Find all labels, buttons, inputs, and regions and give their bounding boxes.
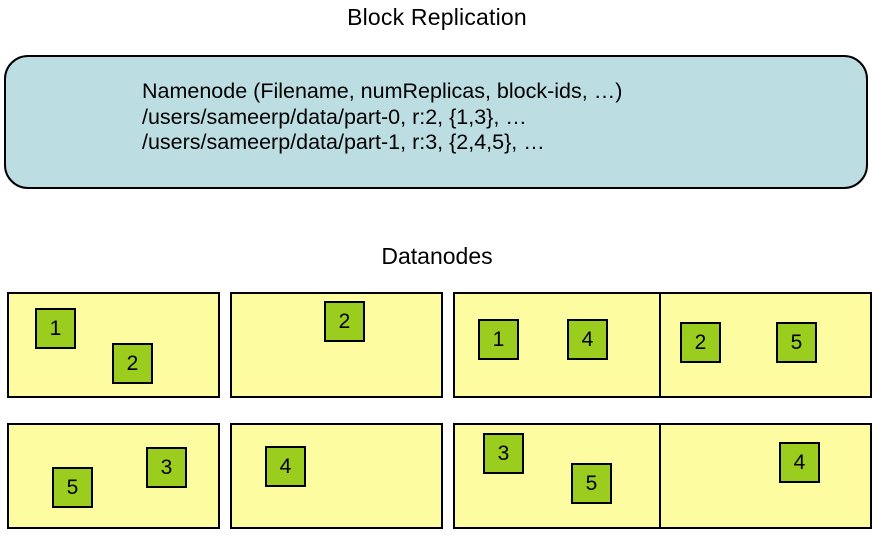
page-title: Block Replication (347, 4, 527, 30)
datanodes-section-label: Datanodes (381, 243, 493, 269)
datanode-8[interactable]: 4 (659, 423, 872, 529)
namenode-line-part-0: /users/sameerp/data/part-0, r:2, {1,3}, … (142, 104, 527, 129)
namenode-panel: Namenode (Filename, numReplicas, block-i… (4, 55, 868, 189)
datanode-6[interactable]: 4 (230, 423, 443, 529)
block-2[interactable]: 2 (112, 343, 153, 384)
block-4[interactable]: 4 (779, 442, 820, 483)
block-5[interactable]: 5 (776, 322, 817, 363)
block-2[interactable]: 2 (680, 322, 721, 363)
datanode-2[interactable]: 2 (230, 292, 443, 398)
block-2[interactable]: 2 (324, 301, 365, 342)
namenode-line-part-1: /users/sameerp/data/part-1, r:3, {2,4,5}… (142, 130, 545, 154)
block-1[interactable]: 1 (478, 319, 519, 360)
block-5[interactable]: 5 (52, 467, 93, 508)
block-3[interactable]: 3 (146, 447, 187, 488)
namenode-metadata-text: Namenode (Filename, numReplicas, block-i… (142, 79, 622, 156)
namenode-line-header: Namenode (Filename, numReplicas, block-i… (142, 79, 623, 103)
block-4[interactable]: 4 (265, 446, 306, 487)
block-1[interactable]: 1 (35, 308, 76, 349)
block-4[interactable]: 4 (567, 319, 608, 360)
block-3[interactable]: 3 (483, 433, 524, 474)
block-5[interactable]: 5 (571, 463, 612, 504)
